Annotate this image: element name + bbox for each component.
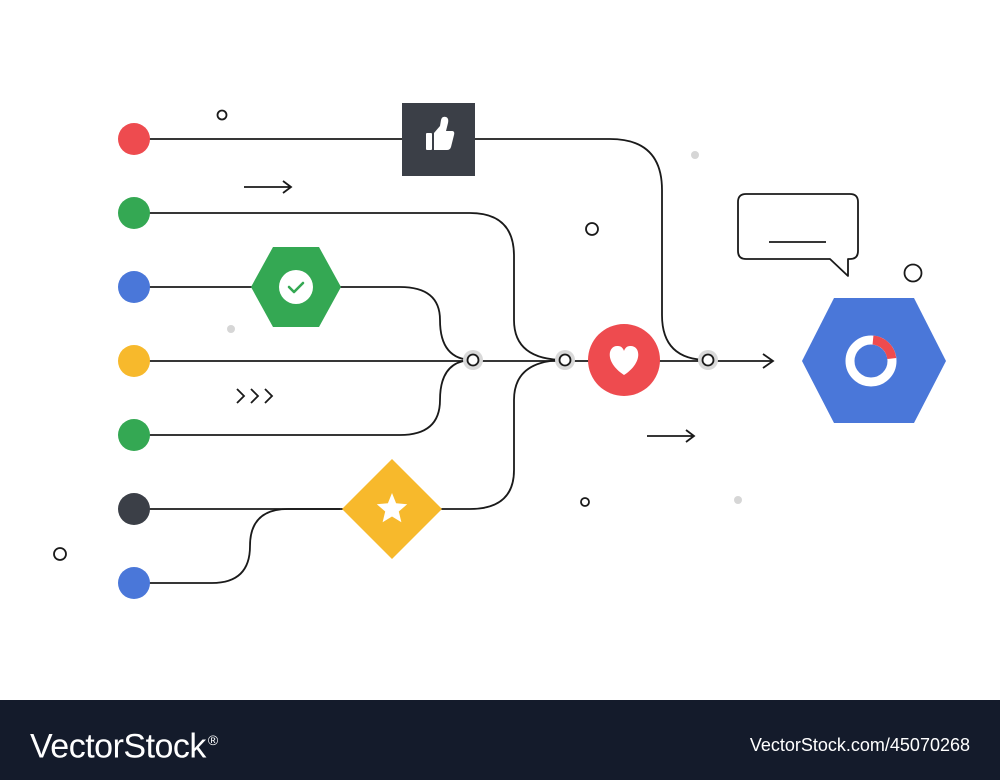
source-dot-blue — [118, 271, 150, 303]
heart-node — [588, 324, 660, 396]
decor-dot — [691, 151, 699, 159]
brand-text: VectorStock — [30, 727, 206, 766]
decor-ring — [903, 263, 923, 283]
triple-chevron-icon — [236, 388, 274, 404]
donut-chart-icon — [845, 335, 897, 387]
junctions — [463, 350, 718, 370]
thumbs-up-icon — [426, 116, 455, 150]
junction-node — [558, 353, 572, 367]
decor-ring — [580, 497, 590, 507]
line-red — [134, 138, 709, 361]
line-green-bottom — [134, 359, 474, 436]
check-hexagon-node — [251, 247, 341, 327]
brand-logo: VectorStock® — [30, 720, 218, 766]
star-diamond-node — [342, 459, 442, 559]
arrow-right-icon — [647, 429, 696, 443]
source-dot-green — [118, 197, 150, 229]
line-blue-bottom — [134, 508, 340, 584]
source-dot-blue — [118, 567, 150, 599]
output-arrowhead — [762, 353, 775, 369]
thumbs-up-node — [402, 103, 475, 176]
decor-ring — [53, 547, 67, 561]
donut-hexagon-node — [802, 298, 946, 423]
image-id-text: VectorStock.com/45070268 — [749, 735, 970, 755]
decor-dot — [734, 496, 742, 504]
source-dot-yellow — [118, 345, 150, 377]
source-dot-red — [118, 123, 150, 155]
line-blue-top — [134, 286, 474, 361]
decor-ring — [216, 109, 228, 121]
junction-node — [466, 353, 480, 367]
heart-icon — [609, 345, 639, 375]
star-icon — [376, 493, 408, 523]
decorative-arrows — [236, 180, 696, 443]
checkmark-icon — [287, 281, 305, 294]
junction-node — [701, 353, 715, 367]
arrow-right-icon — [244, 180, 293, 194]
connection-lines — [134, 138, 775, 584]
decor-ring — [585, 222, 599, 236]
decorations — [53, 109, 923, 561]
speech-bubble-icon — [737, 193, 859, 277]
source-dots — [118, 123, 150, 599]
decor-dot — [227, 325, 235, 333]
registered-mark: ® — [207, 732, 218, 748]
flow-diagram — [53, 103, 946, 599]
footer-bar: VectorStock® VectorStock.com/45070268 — [0, 700, 1000, 780]
source-dot-dark — [118, 493, 150, 525]
line-dark — [134, 359, 566, 510]
line-green-top — [134, 212, 566, 361]
source-dot-green — [118, 419, 150, 451]
